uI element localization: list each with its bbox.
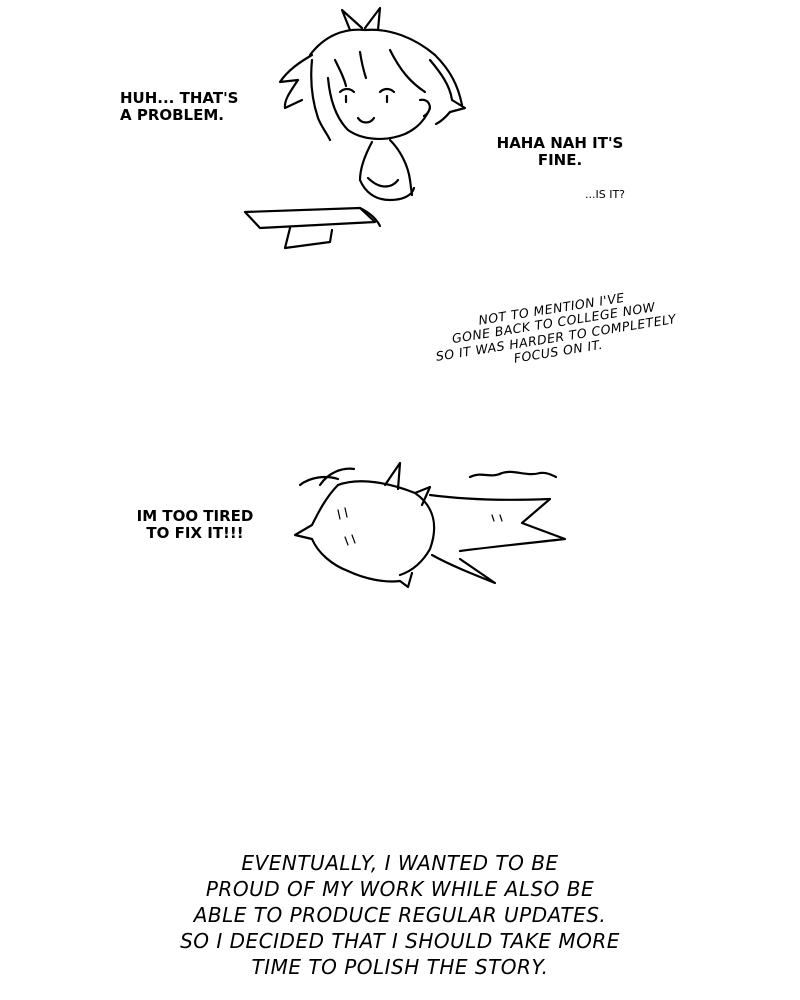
character-lying-down-illustration: [293, 461, 567, 589]
speech-haha-fine: HAHA NAH IT'S FINE.: [496, 134, 624, 170]
narration-college: NOT TO MENTION I'VE GONE BACK TO COLLEGE…: [434, 289, 678, 366]
aside-is-it: ...IS IT?: [585, 188, 626, 201]
character-sitting-illustration: [243, 6, 467, 250]
speech-too-tired: IM TOO TIRED TO FIX IT!!!: [136, 507, 254, 543]
speech-huh-problem: HUH... THAT'S A PROBLEM.: [120, 89, 239, 125]
narration-eventually: EVENTUALLY, I WANTED TO BE PROUD OF MY W…: [180, 851, 620, 979]
